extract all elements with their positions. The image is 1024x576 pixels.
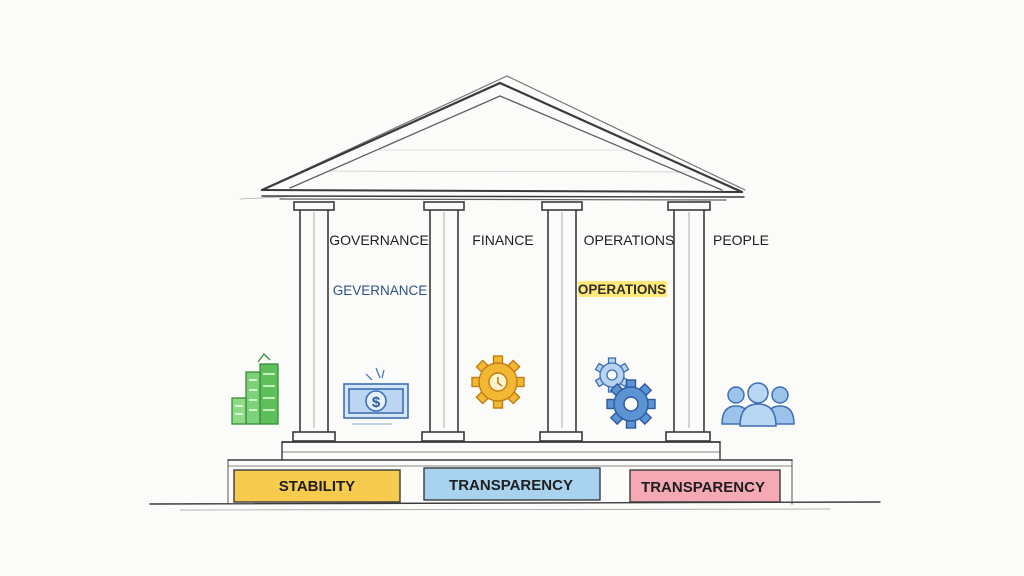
secondary-label-operations: OPERATIONS <box>578 282 666 297</box>
secondary-label-gevernance: GEVERNANCE <box>333 283 428 298</box>
column-4 <box>665 201 711 442</box>
foundation-block-fill <box>629 469 781 503</box>
temple-roof <box>239 75 746 201</box>
foundation-block-label: TRANSPARENCY <box>641 479 765 496</box>
foundation-block-label: STABILITY <box>279 478 355 495</box>
svg-text:$: $ <box>372 394 381 411</box>
money-bill-icon: $ <box>343 367 409 425</box>
pillar-label-people: PEOPLE <box>713 232 769 248</box>
foundation-block-transparency-pink: TRANSPARENCY <box>629 469 781 503</box>
pillar-label-governance: GOVERNANCE <box>329 232 429 248</box>
foundation-block-fill <box>423 467 601 501</box>
buildings-icon <box>231 353 279 425</box>
foundation-block-transparency-blue: TRANSPARENCY <box>423 467 601 501</box>
operations-highlight <box>578 281 667 297</box>
people-icon <box>721 382 795 427</box>
foundation-block-label: TRANSPARENCY <box>449 477 573 494</box>
foundation-block-stability: STABILITY <box>233 469 401 503</box>
gear-icon <box>471 355 525 409</box>
temple-columns <box>292 201 711 442</box>
pillar-labels: GOVERNANCE FINANCE OPERATIONS PEOPLE <box>329 232 769 248</box>
foundation-block-fill <box>233 469 401 503</box>
column-3 <box>539 201 583 442</box>
pillar-label-finance: FINANCE <box>472 232 533 248</box>
column-2 <box>421 201 465 442</box>
gears-icon <box>594 357 656 429</box>
pillar-label-operations: OPERATIONS <box>584 232 675 248</box>
column-1 <box>292 201 336 442</box>
